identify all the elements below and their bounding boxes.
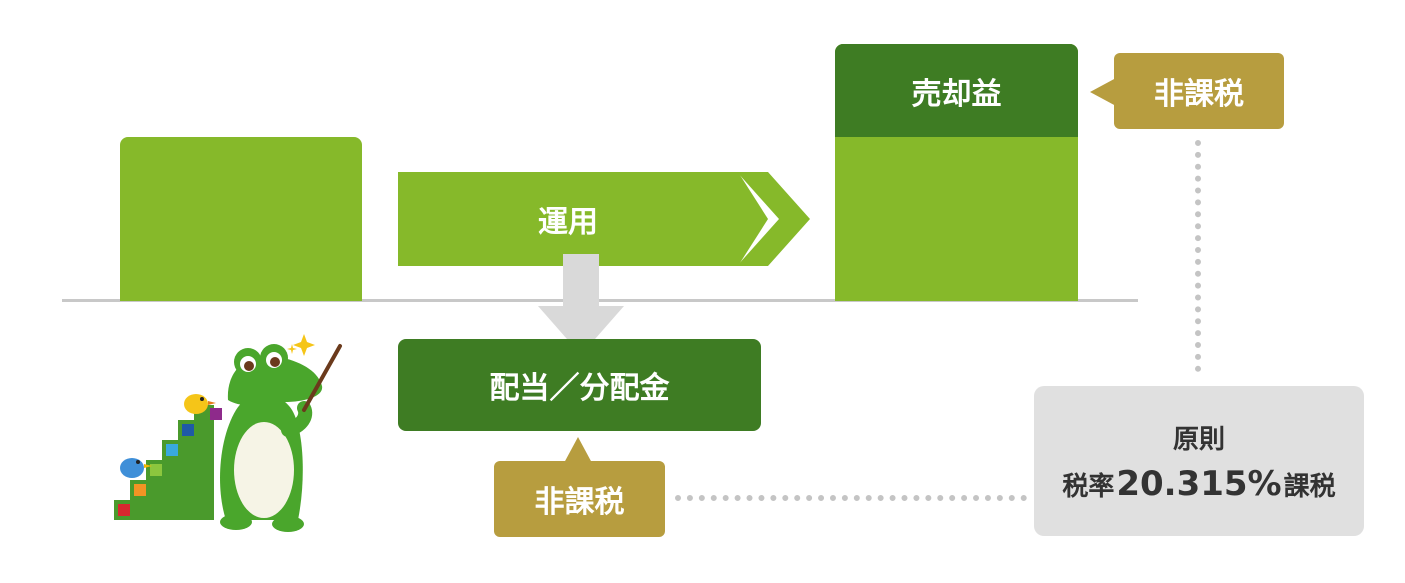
blue-bird-icon (120, 458, 152, 478)
operation-label: 運用 (538, 205, 598, 240)
tax-rate-line: 税率 20.315% 課税 (1062, 464, 1335, 504)
sale-tax-badge: 非課税 (1114, 53, 1284, 129)
principle-tax-box: 原則 税率 20.315% 課税 (1034, 386, 1364, 536)
tax-rate-prefix: 税率 (1062, 471, 1115, 502)
sale-gain-label: 売却益 (911, 76, 1002, 112)
operation-arrow-chevron (737, 172, 810, 266)
horizontal-dotted-connector (675, 495, 1027, 501)
dividend-tax-label: 非課税 (534, 485, 625, 520)
sale-tax-callout-pointer (1090, 78, 1116, 106)
dividend-label: 配当／分配金 (489, 371, 670, 406)
crocodile-mascot-icon (114, 334, 342, 532)
yellow-bird-icon (184, 394, 216, 414)
operation-arrow (398, 172, 810, 266)
sparkle-icon (287, 334, 315, 356)
down-arrow (538, 254, 624, 355)
sale-tax-label: 非課税 (1154, 77, 1244, 112)
tax-rate-value: 20.315% (1116, 463, 1282, 504)
dividend-tax-badge: 非課税 (494, 461, 665, 537)
principle-label: 原則 (1172, 424, 1225, 455)
dividend-tax-callout-pointer (564, 437, 592, 463)
staircase-icon (114, 405, 222, 520)
sale-gain-box: 売却益 (835, 44, 1078, 137)
pointer-stick-icon (302, 344, 342, 412)
vertical-dotted-connector (1195, 140, 1201, 372)
investment-block (120, 137, 362, 301)
tax-rate-suffix: 課税 (1283, 471, 1336, 502)
operation-arrow-body (398, 172, 768, 266)
dividend-box: 配当／分配金 (398, 339, 761, 431)
baseline (62, 299, 1138, 302)
